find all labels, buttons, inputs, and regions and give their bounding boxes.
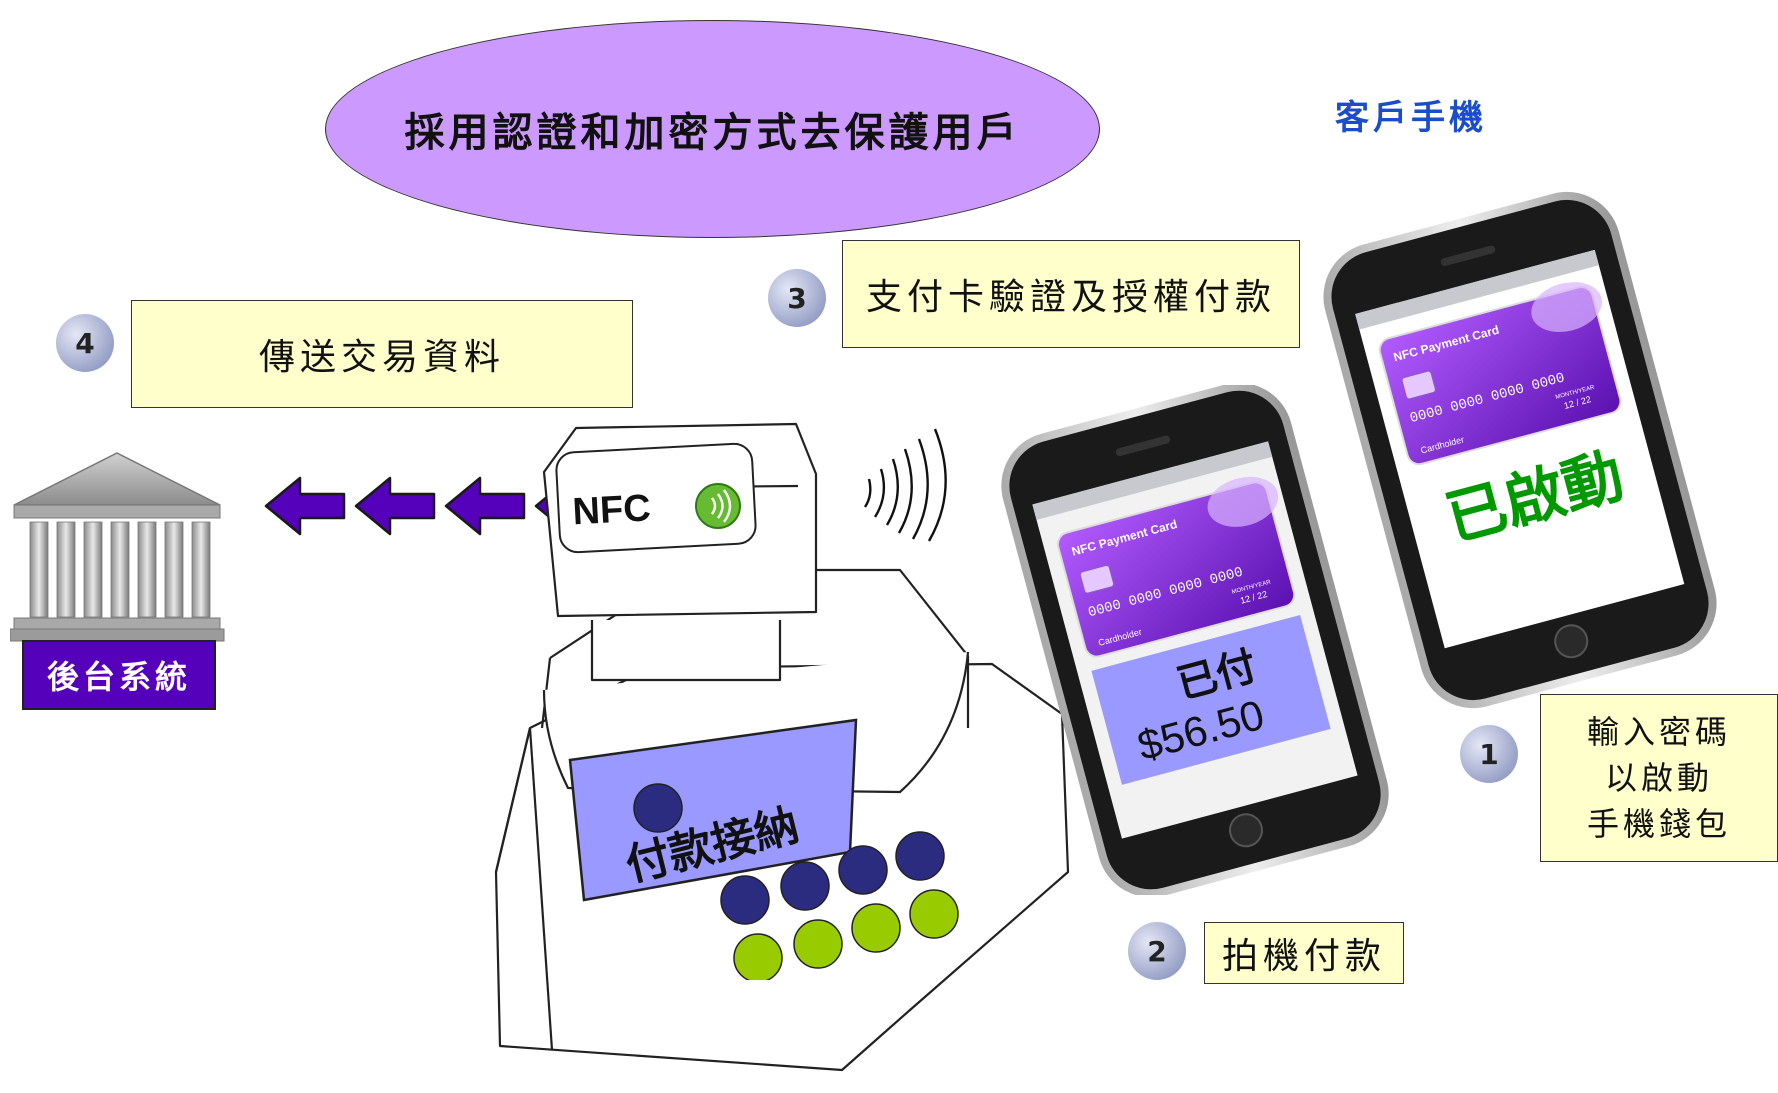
left-arrow-icon (264, 476, 346, 536)
pos-terminal: NFC 付款接納 (494, 422, 1070, 1072)
pos-keypad (720, 831, 959, 980)
step-3-badge: 3 (768, 269, 826, 327)
nfc-logo-icon (695, 483, 741, 529)
keypad-button[interactable] (909, 889, 959, 939)
nfc-waves-icon (863, 428, 947, 542)
bank-building-icon (10, 452, 225, 642)
nfc-label: NFC (572, 487, 652, 533)
phone-paid: NFC Payment Card 0000 0000 0000 0000 MON… (1001, 385, 1389, 895)
customer-phone-label: 客戶手機 (1335, 98, 1487, 138)
keypad-button[interactable] (633, 783, 683, 833)
step-1-badge: 1 (1460, 725, 1518, 783)
keypad-button[interactable] (895, 831, 945, 881)
step-3-note: 支付卡驗證及授權付款 (842, 240, 1300, 348)
keypad-button[interactable] (780, 861, 830, 911)
keypad-button[interactable] (733, 933, 783, 980)
title-ellipse: 採用認證和加密方式去保護用戶 (325, 20, 1100, 238)
step-4-note: 傳送交易資料 (131, 300, 633, 408)
keypad-button[interactable] (838, 845, 888, 895)
phone-active: NFC Payment Card 0000 0000 0000 0000 MON… (1323, 191, 1717, 709)
left-arrow-icon (354, 476, 436, 536)
keypad-button[interactable] (793, 919, 843, 969)
diagram-title: 採用認證和加密方式去保護用戶 (404, 109, 1021, 156)
step-4-badge: 4 (56, 314, 114, 372)
left-arrow-icon (444, 476, 526, 536)
keypad-button[interactable] (720, 875, 770, 925)
keypad-button[interactable] (851, 903, 901, 953)
step-2-badge: 2 (1128, 922, 1186, 980)
backend-system-label: 後台系統 (22, 640, 216, 710)
step-1-note: 輸入密碼 以啟動 手機錢包 (1540, 694, 1778, 862)
step-2-note: 拍機付款 (1204, 922, 1404, 984)
